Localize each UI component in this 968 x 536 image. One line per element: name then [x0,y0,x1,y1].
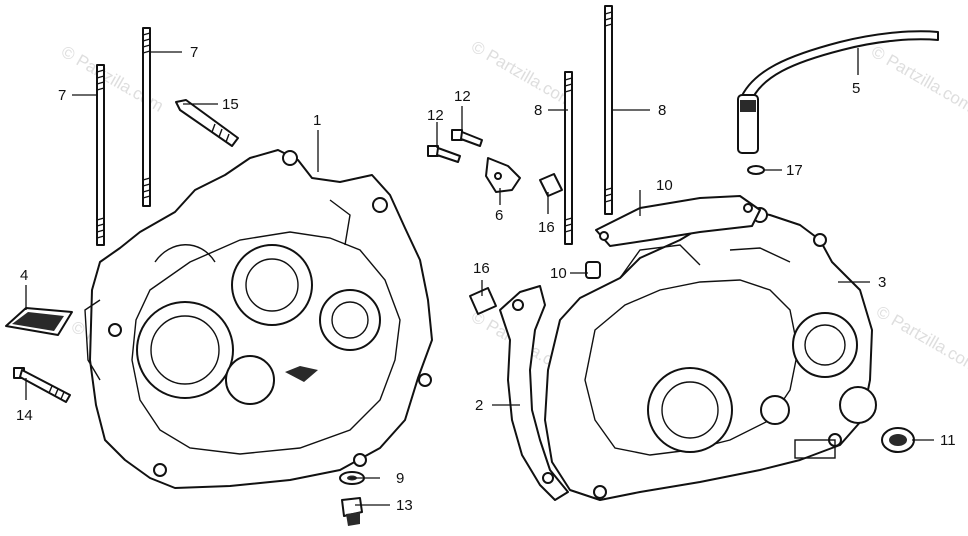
watermark: © Partzilla.com [868,42,968,116]
callout-10-lower: 10 [550,265,567,282]
callout-11: 11 [940,432,956,449]
tube-clip-part[interactable] [747,165,765,175]
callout-9: 9 [396,470,404,487]
callout-12-left: 12 [427,107,444,124]
callout-12-right: 12 [454,88,471,105]
gasket-part[interactable] [499,285,569,501]
callout-7-left: 7 [58,87,66,104]
callout-14: 14 [16,407,33,424]
callout-16-lower: 16 [473,260,490,277]
callout-7-right: 7 [190,44,198,61]
bolt-part[interactable] [175,99,239,147]
callout-4: 4 [20,267,28,284]
callout-2: 2 [475,397,483,414]
callout-15: 15 [222,96,239,113]
callout-3: 3 [878,274,886,291]
watermark: © Partzilla.com [873,302,968,376]
callout-5: 5 [852,80,860,97]
callout-8-right: 8 [658,102,666,119]
callout-16-upper: 16 [538,219,555,236]
stud-bolt-part[interactable] [96,64,105,246]
bolt-part[interactable] [427,145,461,163]
callout-1: 1 [313,112,321,129]
oil-strainer-part[interactable] [5,307,73,336]
callout-10-upper: 10 [656,177,673,194]
left-crankcase-part[interactable] [84,149,433,489]
drain-plug-part[interactable] [341,497,363,526]
stud-bolt-part[interactable] [564,71,573,245]
callout-6: 6 [495,207,503,224]
dowel-pin-part[interactable] [539,173,563,197]
bolt-part[interactable] [13,367,71,403]
setting-plate-part[interactable] [485,157,521,193]
watermark: © Partzilla.com [468,37,577,111]
stud-bolt-part[interactable] [142,27,151,207]
cover-plate-part[interactable] [595,195,761,247]
oil-seal-part[interactable] [881,427,915,453]
callout-13: 13 [396,497,413,514]
right-crankcase-part[interactable] [544,207,877,501]
callout-8-left: 8 [534,102,542,119]
bolt-part[interactable] [451,129,483,147]
callouts: 1 2 3 4 5 6 7 7 8 8 9 10 10 11 12 12 13 … [16,44,956,514]
leader-lines [25,48,934,506]
collar-part[interactable] [585,261,601,279]
callout-17: 17 [786,162,803,179]
stud-bolt-part[interactable] [604,5,613,215]
breather-tube-part[interactable] [737,30,939,154]
dowel-pin-part[interactable] [469,287,497,315]
